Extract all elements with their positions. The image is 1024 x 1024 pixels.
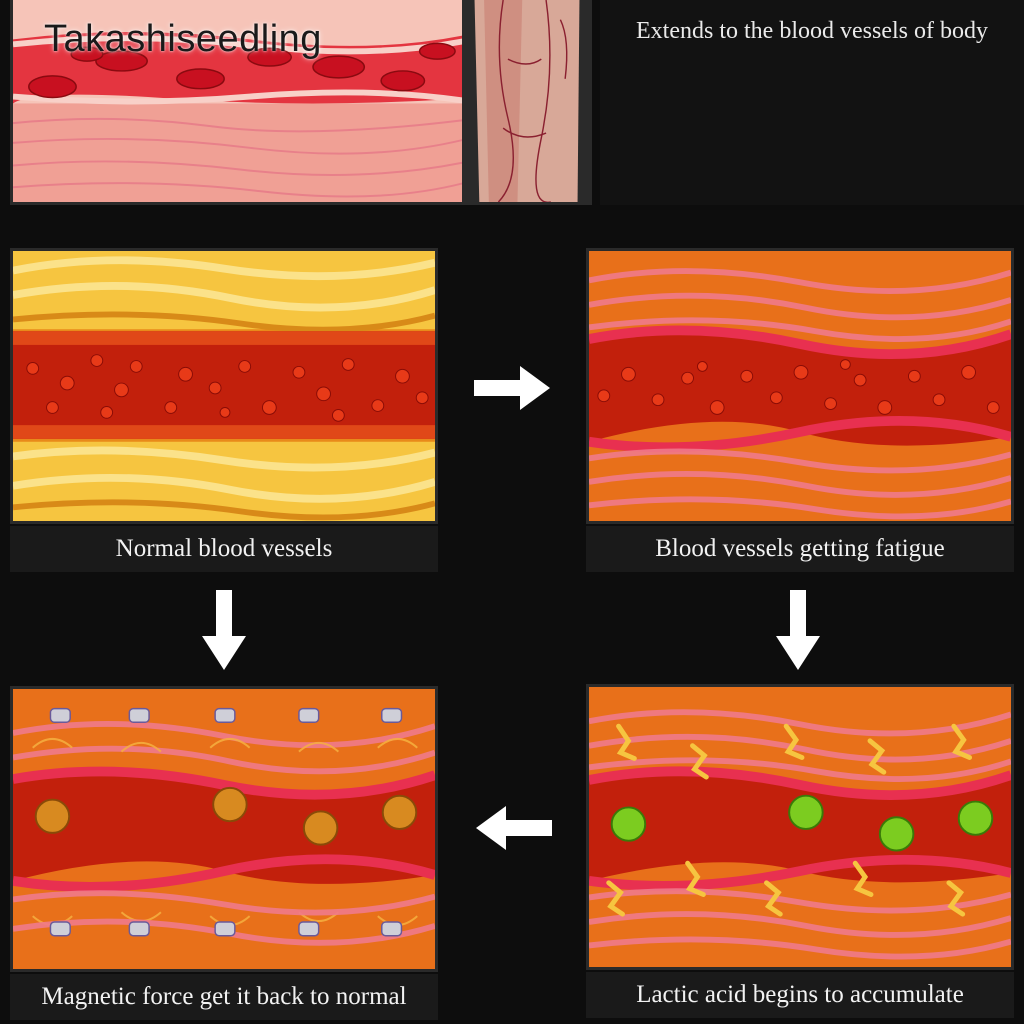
arrow-down-icon	[202, 590, 246, 670]
top-vessel-illustration	[10, 0, 466, 205]
caption-lactic-acid: Lactic acid begins to accumulate	[586, 972, 1014, 1018]
caption-normal-blood-vessels: Normal blood vessels	[10, 526, 438, 572]
arrow-left-icon	[476, 806, 552, 850]
arrow-down-icon	[776, 590, 820, 670]
arrow-right-icon	[474, 366, 550, 410]
caption-magnetic-force: Magnetic force get it back to normal	[10, 974, 438, 1020]
panel-normal-blood-vessels	[10, 248, 438, 524]
top-caption: Extends to the blood vessels of body	[600, 0, 1024, 205]
panel-lactic-acid	[586, 684, 1014, 970]
panel-fatigued-blood-vessels	[586, 248, 1014, 524]
caption-fatigued-blood-vessels: Blood vessels getting fatigue	[586, 526, 1014, 572]
panel-magnetic-force	[10, 686, 438, 972]
torso-illustration	[462, 0, 592, 205]
watermark-text: Takashiseedling	[44, 18, 322, 60]
